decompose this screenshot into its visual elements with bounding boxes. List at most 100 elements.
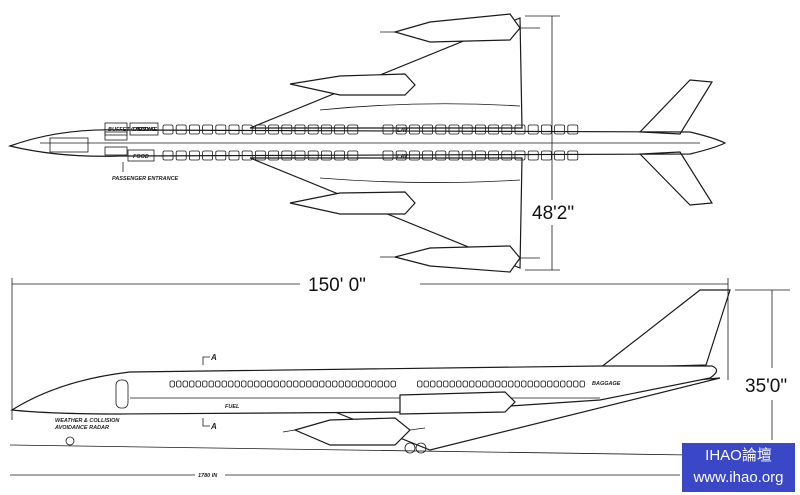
seat — [320, 150, 332, 161]
seat — [567, 150, 579, 161]
seat — [268, 124, 280, 135]
seat — [448, 124, 460, 135]
section-marker-top: A — [210, 353, 217, 362]
window — [501, 380, 507, 388]
window — [579, 380, 585, 388]
seat — [554, 150, 565, 161]
seat — [408, 124, 420, 135]
seat — [382, 150, 394, 161]
cabin-windows — [169, 380, 585, 388]
window — [338, 380, 344, 388]
engine-nacelles — [289, 13, 540, 273]
seat — [202, 150, 214, 161]
window — [430, 380, 436, 388]
seat — [175, 150, 187, 161]
window — [436, 380, 442, 388]
window — [527, 380, 533, 388]
window — [325, 380, 331, 388]
window — [449, 380, 455, 388]
window — [547, 380, 553, 388]
span-dimension: 48'2" — [532, 203, 574, 224]
window — [202, 380, 208, 388]
window — [540, 380, 546, 388]
window — [215, 380, 221, 388]
side-engine-nacelle — [293, 417, 411, 446]
window — [182, 380, 188, 388]
seat — [541, 150, 552, 161]
window — [364, 380, 370, 388]
seat — [501, 124, 513, 135]
seat — [554, 124, 565, 135]
upper-tailplane — [638, 79, 714, 135]
seat — [254, 150, 266, 161]
entrance-label: PASSENGER ENTRANCE — [112, 176, 179, 182]
window — [169, 380, 175, 388]
seat — [527, 150, 539, 161]
window — [189, 380, 195, 388]
length-dimension: 150' 0" — [308, 275, 366, 296]
seat — [408, 150, 420, 161]
height-dimension: 35'0" — [745, 376, 787, 397]
side-view: 1780 IN A A WEATHER & COLLISION AVOIDANC… — [9, 289, 790, 479]
coats-label: COATS ETC STOWAGE — [131, 127, 157, 133]
seat — [448, 150, 460, 161]
window — [482, 380, 488, 388]
seat — [215, 124, 227, 135]
window — [573, 380, 579, 388]
seat — [395, 124, 407, 135]
seat — [474, 124, 486, 135]
seat — [241, 150, 253, 161]
window — [417, 380, 423, 388]
baggage-label: BAGGAGE — [592, 381, 621, 387]
seat — [294, 124, 306, 135]
seat — [228, 124, 240, 135]
window — [384, 380, 390, 388]
window — [332, 380, 338, 388]
window — [462, 380, 468, 388]
window — [234, 380, 240, 388]
door — [115, 379, 129, 409]
coats-room — [129, 122, 159, 136]
seat — [334, 150, 346, 161]
window — [488, 380, 494, 388]
window — [390, 380, 396, 388]
seat — [395, 150, 407, 161]
seat — [202, 124, 214, 135]
seat — [422, 150, 434, 161]
window — [312, 380, 318, 388]
window — [566, 380, 572, 388]
window — [208, 380, 214, 388]
window — [443, 380, 449, 388]
watermark: IHAO論壇 www.ihao.org — [682, 443, 795, 492]
seat — [488, 124, 500, 135]
fuel-label: FUEL — [225, 404, 240, 410]
seat — [461, 150, 473, 161]
watermark-url: www.ihao.org — [693, 469, 784, 486]
seat — [268, 150, 280, 161]
window — [456, 380, 462, 388]
seat — [514, 150, 526, 161]
seat — [307, 124, 319, 135]
window — [260, 380, 266, 388]
seat — [162, 124, 174, 135]
window — [195, 380, 201, 388]
window — [553, 380, 559, 388]
seat — [320, 124, 332, 135]
seat — [254, 124, 266, 135]
seat — [334, 124, 346, 135]
food-label: FOOD — [133, 154, 149, 160]
upper-wing — [249, 17, 523, 129]
window — [280, 380, 286, 388]
seat — [162, 150, 174, 161]
window — [377, 380, 383, 388]
window — [475, 380, 481, 388]
window — [306, 380, 312, 388]
window — [247, 380, 253, 388]
window — [521, 380, 527, 388]
seat — [281, 124, 293, 135]
window — [299, 380, 305, 388]
window — [514, 380, 520, 388]
length-dimension-line: 150' 0" — [11, 275, 729, 420]
seat — [215, 150, 227, 161]
seat — [435, 150, 447, 161]
